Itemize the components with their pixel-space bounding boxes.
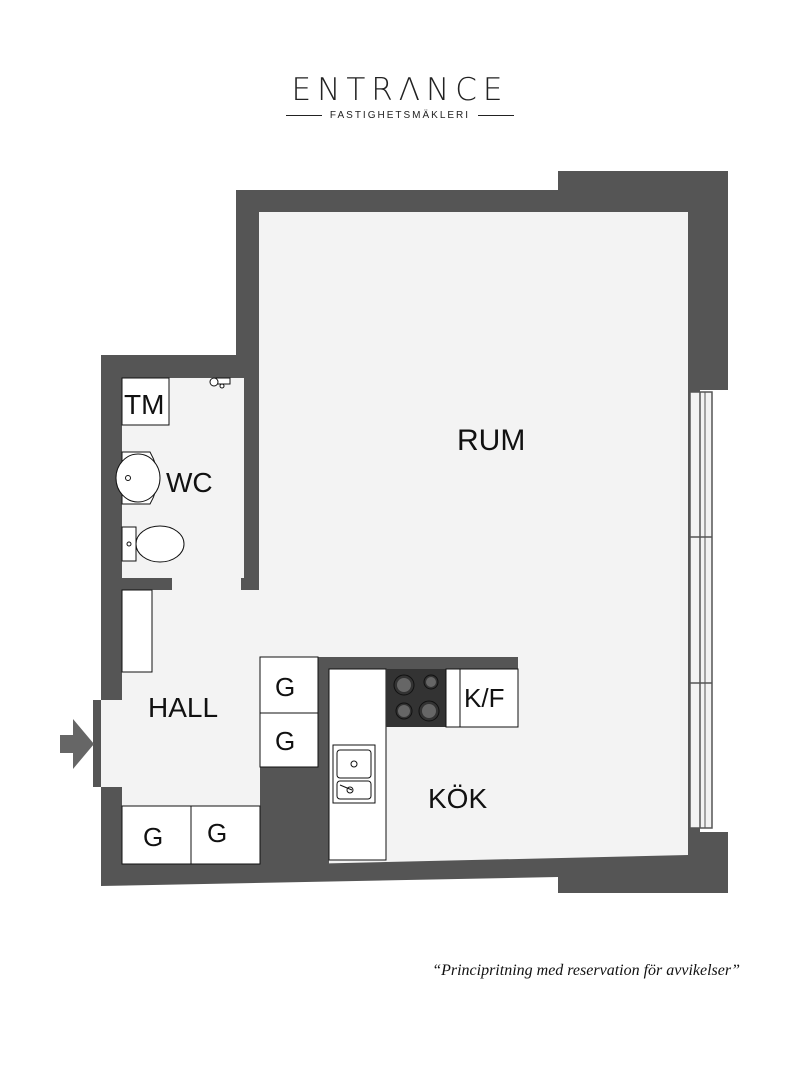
- logo-subtitle: FASTIGHETSMÄKLERI: [329, 110, 471, 121]
- tap-icon: [209, 377, 231, 389]
- closet-4: [190, 805, 261, 865]
- kitchen-wall-side: [318, 657, 329, 767]
- stove-icon: [386, 669, 446, 727]
- wc-wall-stub: [241, 578, 259, 590]
- room-label-hall: HALL: [148, 692, 218, 723]
- room-label-rum: RUM: [457, 424, 525, 457]
- closet-3: [121, 805, 192, 865]
- closet-1-label: G: [275, 672, 295, 702]
- logo-rule-left: [285, 115, 322, 116]
- logo-title: ENTRΛNCE: [291, 72, 509, 108]
- room-label-tm: TM: [124, 389, 164, 420]
- room-label-kf: K/F: [464, 683, 504, 713]
- hall-cabinet: [121, 589, 153, 673]
- closet-2: [259, 712, 319, 768]
- arrow-right-icon: [60, 719, 94, 769]
- tm-box: [121, 377, 170, 426]
- toilet-icon: [121, 525, 185, 563]
- room-label-wc: WC: [166, 467, 213, 498]
- floor: [101, 212, 688, 865]
- wall-block-between-hall-and-kitchen: [260, 767, 329, 866]
- kitchen-wall: [318, 657, 518, 669]
- logo: ENTRΛNCE FASTIGHETSMÄKLERI: [0, 72, 800, 121]
- logo-subtitle-row: FASTIGHETSMÄKLERI: [0, 110, 800, 121]
- sink-icon: [332, 744, 376, 804]
- closet-2-label: G: [275, 726, 295, 756]
- washbasin-icon: [115, 451, 161, 505]
- disclaimer: “Principritning med reservation för avvi…: [432, 962, 740, 979]
- window: [689, 391, 713, 829]
- closet-3-label: G: [143, 822, 163, 852]
- closet-4-label: G: [207, 818, 227, 848]
- logo-rule-right: [478, 115, 515, 116]
- room-label-kok: KÖK: [428, 783, 487, 814]
